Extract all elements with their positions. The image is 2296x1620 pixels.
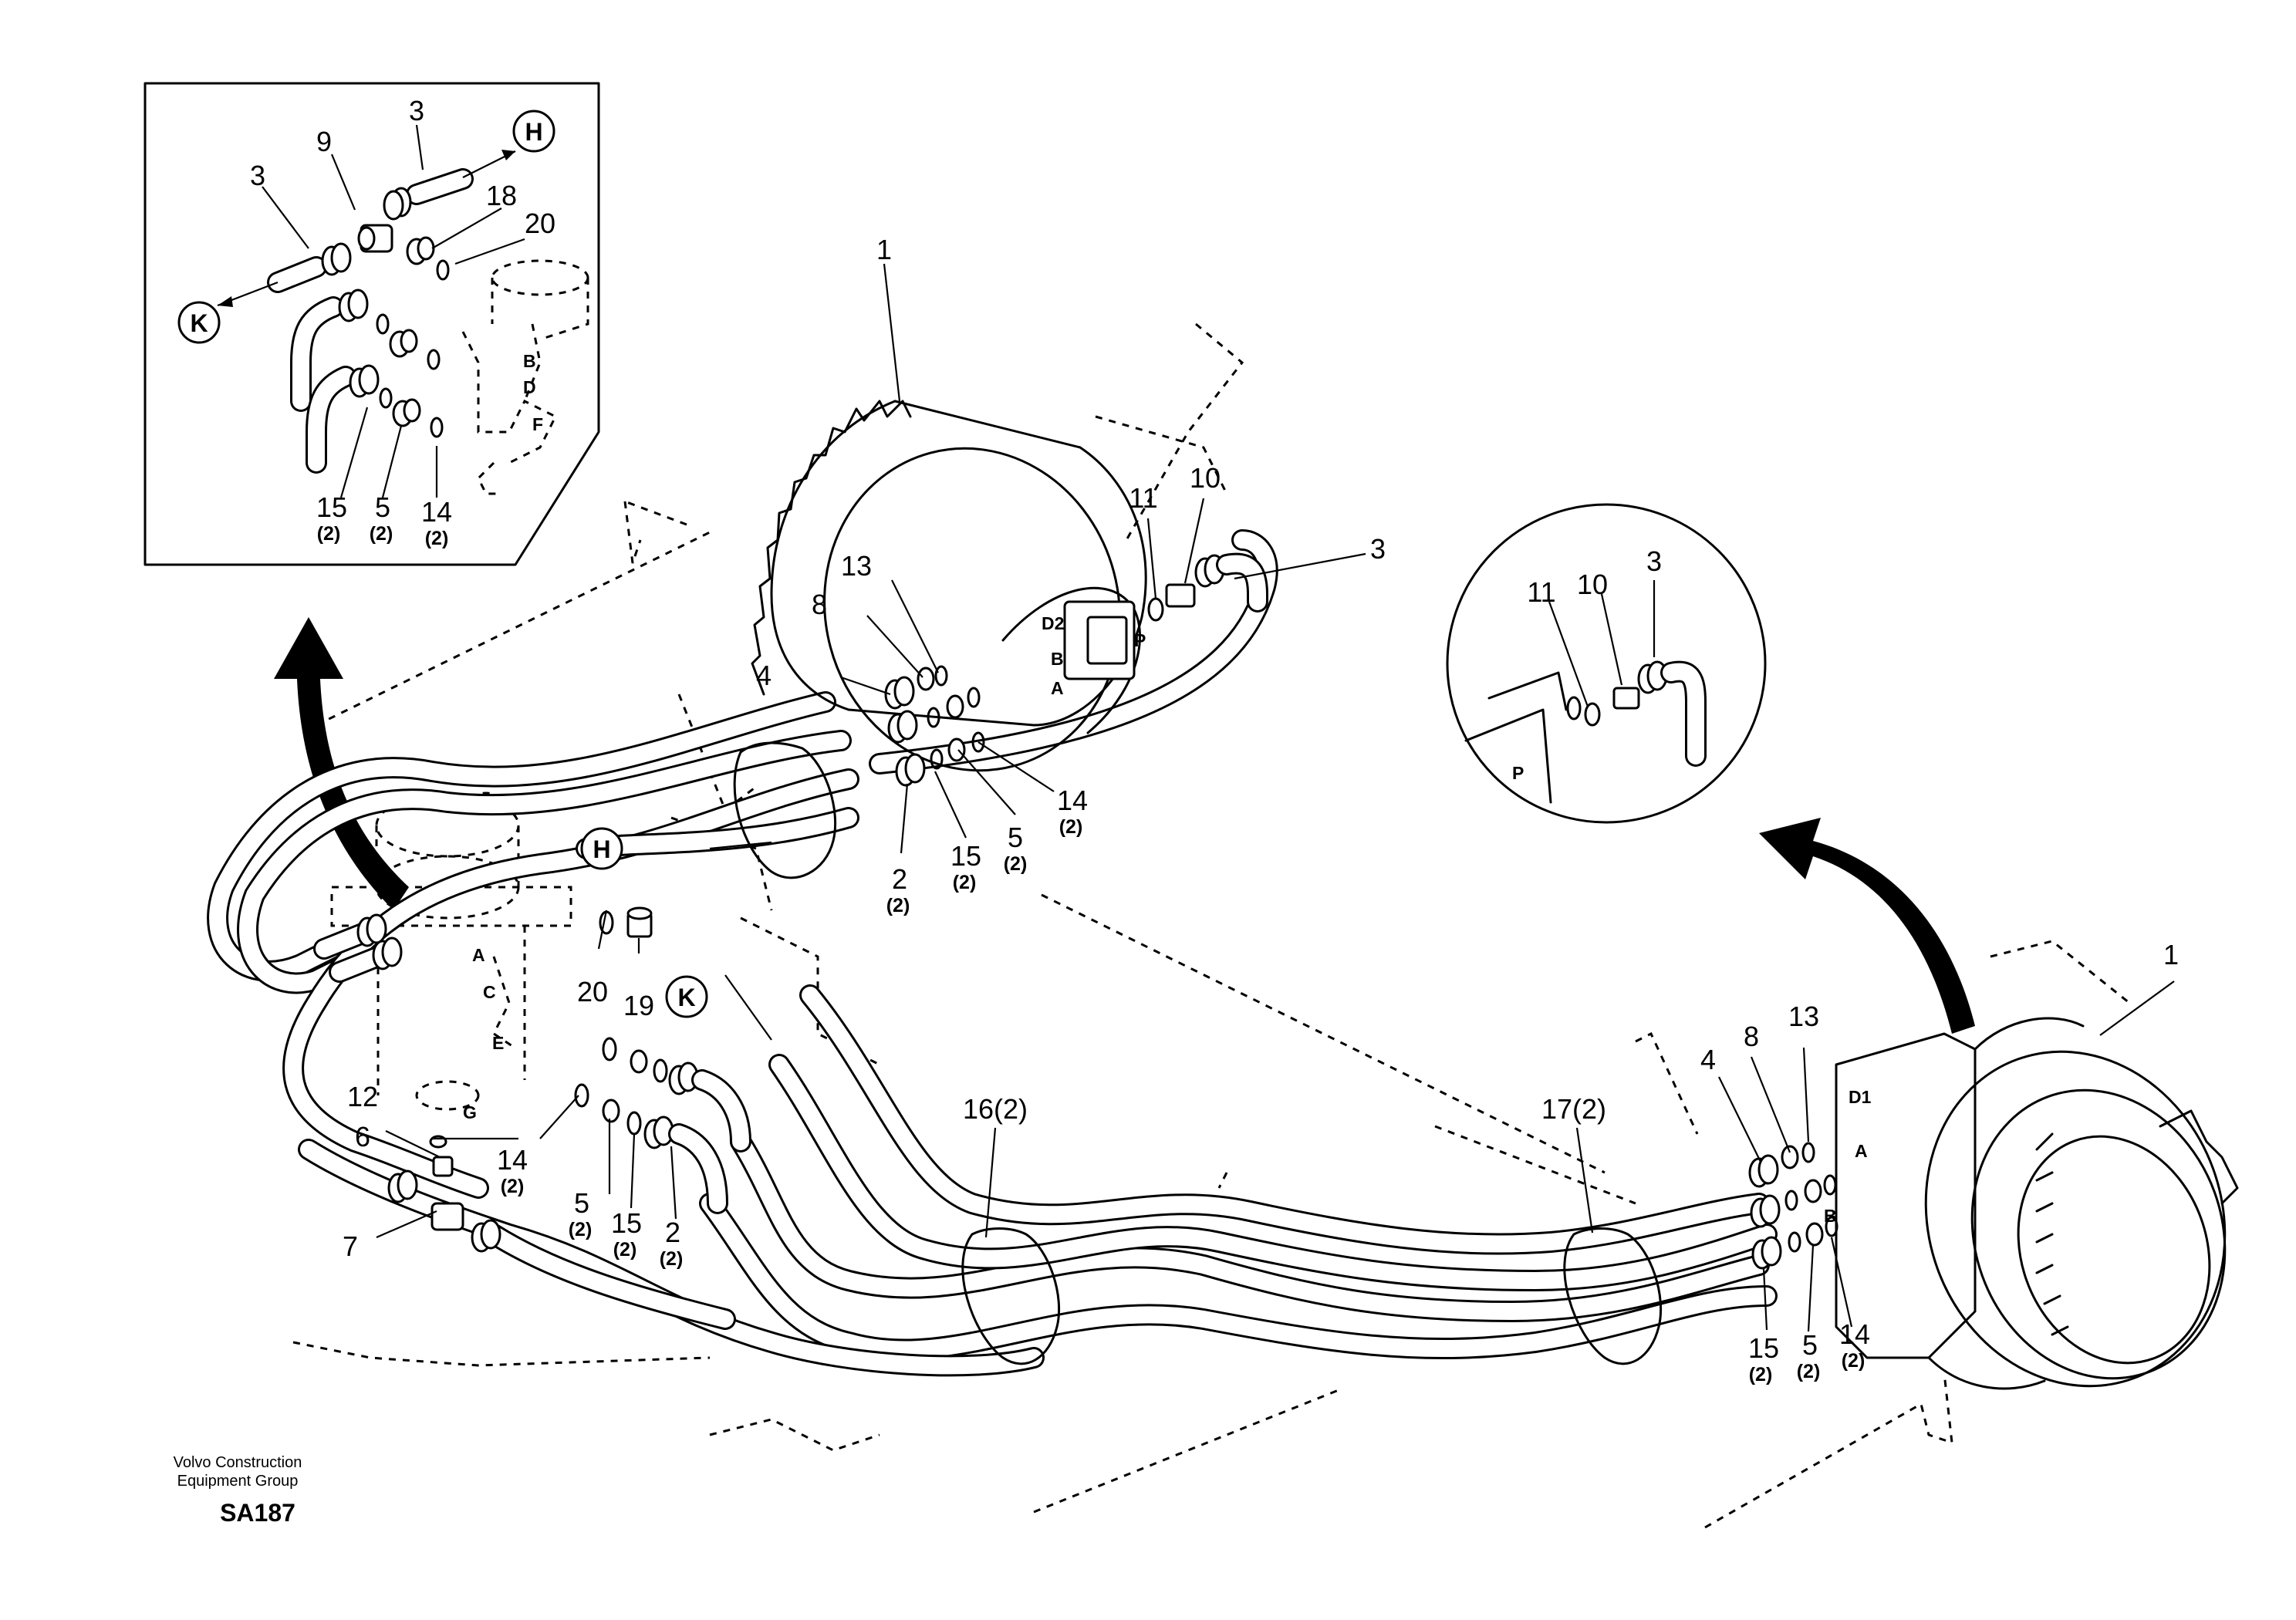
part-label-5: 5 [574, 1187, 589, 1219]
part-label-13: 13 [1788, 1001, 1819, 1032]
hose-end-h-detail [406, 168, 474, 205]
part-label-8: 8 [1744, 1021, 1759, 1052]
part-label-3: 3 [1370, 533, 1386, 565]
qty-label: (2) [569, 1219, 593, 1240]
port-letter-b: B [523, 351, 536, 371]
circle-ref-label: K [190, 309, 208, 337]
part-label-17: 17(2) [1541, 1093, 1606, 1125]
port-letter-g: G [463, 1102, 477, 1122]
qty-label: (2) [1749, 1364, 1773, 1385]
port-letter-a-upper: A [1051, 678, 1064, 698]
part-label-15: 15 [950, 840, 981, 872]
part-label-4: 4 [1700, 1044, 1716, 1075]
part-label-4: 4 [756, 660, 772, 691]
part-label-13: 13 [841, 550, 872, 582]
detail-view-port-p [1446, 503, 1767, 824]
part-label-5: 5 [1008, 822, 1023, 853]
qty-label: (2) [660, 1248, 684, 1270]
part-label-9: 9 [316, 126, 332, 157]
travel-motor-lower [1835, 1017, 2239, 1390]
port-letter-f: F [532, 414, 543, 434]
leader-lines [376, 263, 2175, 1332]
port-letter-p-detail: P [1512, 763, 1524, 783]
part-label-15: 15 [316, 491, 347, 523]
swivel-fittings [313, 906, 751, 1253]
part-label-20: 20 [525, 208, 555, 239]
qty-label: (2) [370, 523, 393, 545]
qty-label: (2) [501, 1176, 525, 1197]
drawing-code: SA187 [220, 1499, 295, 1527]
circle-ref-label: H [593, 835, 610, 863]
part-label-6: 6 [355, 1121, 370, 1153]
port-letter-a-lower: A [1855, 1141, 1868, 1161]
detail-view-upper-left [144, 82, 600, 566]
part-label-1: 1 [2163, 939, 2179, 970]
part-label-15: 15 [1748, 1332, 1779, 1364]
part-label-5: 5 [375, 491, 390, 523]
part-label-3: 3 [409, 95, 424, 127]
part-label-18: 18 [486, 180, 517, 211]
part-label-5: 5 [1802, 1329, 1818, 1361]
part-label-14: 14 [1839, 1318, 1870, 1350]
part-label-20: 20 [577, 976, 608, 1007]
part-label-3: 3 [1646, 545, 1662, 577]
part-label-1: 1 [876, 234, 892, 265]
port-letter-d: D [523, 377, 536, 397]
port-letter-b-upper: B [1051, 649, 1064, 669]
hose-bundle [207, 529, 1778, 1377]
footer-block: Volvo Construction Equipment Group SA187 [174, 1454, 302, 1527]
qty-label: (2) [1842, 1350, 1866, 1372]
port-letter-a: A [472, 945, 485, 965]
part-label-2: 2 [892, 863, 907, 895]
part-label-14: 14 [1057, 785, 1088, 816]
circle-ref-label: K [677, 984, 695, 1011]
part-label-16: 16(2) [963, 1093, 1028, 1125]
part-label-14: 14 [421, 496, 452, 528]
qty-label: (2) [886, 895, 910, 916]
part-label-10: 10 [1577, 569, 1608, 600]
circle-ref-h-detail: H [512, 110, 555, 153]
qty-label: (2) [953, 872, 977, 893]
upper-motor-fittings [884, 552, 1268, 787]
port-letter-d1: D1 [1849, 1087, 1872, 1107]
circle-ref-k-main: K [665, 975, 708, 1018]
part-label-12: 12 [347, 1081, 378, 1112]
part-label-19: 19 [623, 990, 654, 1021]
zoom-arrow-left [274, 617, 409, 910]
circle-ref-k-detail: K [177, 301, 221, 344]
company-name-line1: Volvo Construction [174, 1454, 302, 1471]
port-letters: B D F A C E G D2 B A P D1 A B P [463, 351, 1872, 1226]
part-label-14: 14 [497, 1144, 528, 1176]
port-letter-c: C [483, 982, 496, 1002]
qty-label: (2) [1797, 1361, 1821, 1382]
part-label-15: 15 [611, 1207, 642, 1239]
circle-ref-label: H [525, 118, 542, 146]
part-label-11: 11 [1129, 482, 1157, 514]
part-label-3: 3 [250, 160, 265, 191]
hose-clamp-upper [733, 741, 837, 879]
port-letter-p-upper: P [1134, 630, 1146, 650]
port-letter-b-lower: B [1824, 1206, 1837, 1226]
part-label-2: 2 [665, 1217, 680, 1248]
lower-motor-fittings [1748, 1142, 1838, 1270]
part-label-10: 10 [1190, 462, 1221, 494]
zoom-arrow-right [1759, 818, 1975, 1034]
part-label-11: 11 [1527, 576, 1555, 608]
qty-label: (2) [613, 1239, 637, 1261]
qty-label: (2) [425, 528, 449, 549]
hose-clamp-17 [1563, 1227, 1663, 1365]
hose-clamp-16 [961, 1227, 1061, 1365]
company-name-line2: Equipment Group [177, 1473, 299, 1490]
qty-label: (2) [1004, 853, 1028, 875]
part-label-8: 8 [812, 589, 827, 620]
qty-label: (2) [317, 523, 341, 545]
qty-label: (2) [1059, 816, 1083, 838]
port-letter-d2: D2 [1042, 613, 1064, 633]
port-letter-e: E [492, 1033, 504, 1053]
circle-ref-h-main: H [580, 827, 623, 870]
part-label-7: 7 [343, 1230, 358, 1262]
part-labels: 3 9 3 18 20 15 (2) 5 (2) 14 (2) 1 13 8 4… [250, 95, 2179, 1385]
